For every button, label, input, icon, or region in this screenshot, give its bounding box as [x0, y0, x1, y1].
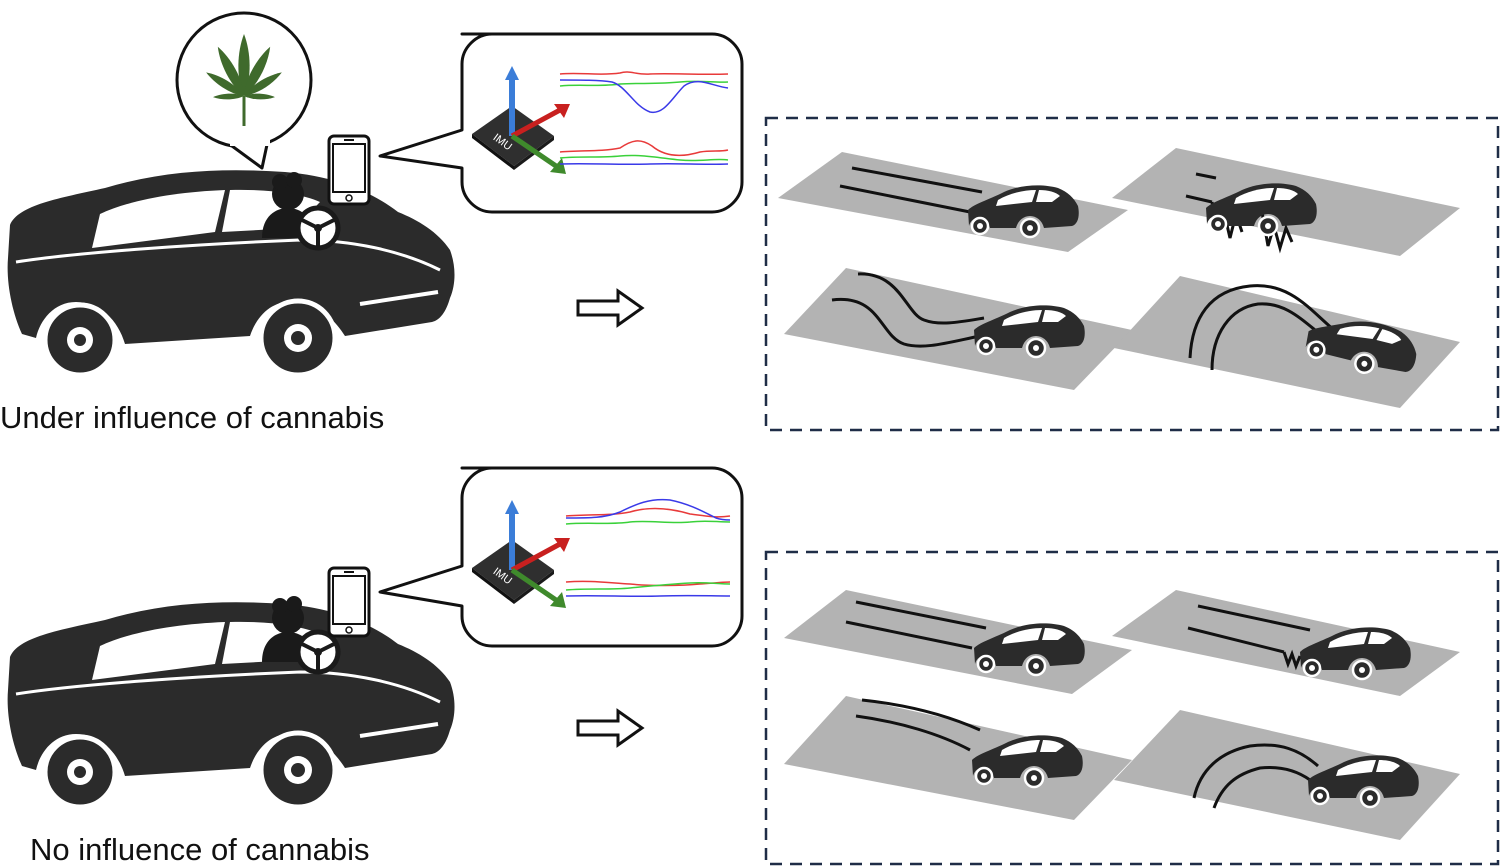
- scene-turn: [1114, 710, 1460, 840]
- caption-under-influence: Under influence of cannabis: [0, 400, 385, 435]
- signal-plot-upper: [565, 498, 731, 525]
- signal-plot-lower: [559, 140, 729, 166]
- car-icon: [8, 170, 455, 375]
- sensor-callout: IMU: [378, 466, 744, 648]
- imu-chip-icon: IMU: [472, 66, 570, 174]
- cannabis-leaf-icon: [203, 34, 285, 126]
- scene-sharp-turn: [1114, 276, 1460, 408]
- signal-plot-upper: [559, 71, 729, 113]
- scene-straight-lanes: [784, 590, 1132, 694]
- scene-brake-skid: [1112, 148, 1460, 256]
- thought-bubble-icon: [175, 11, 313, 170]
- arrow-right-icon: [576, 709, 644, 747]
- scene-gentle-curve: [784, 696, 1132, 820]
- bottom-scenario: IMU: [8, 466, 1500, 866]
- signal-plot-lower: [565, 580, 731, 598]
- smartphone-icon: [327, 566, 371, 638]
- scene-straight-lanes: [778, 152, 1128, 252]
- imu-chip-icon: IMU: [472, 500, 570, 608]
- arrow-right-icon: [576, 289, 644, 327]
- driving-patterns-panel-top: [764, 116, 1500, 432]
- scene-weaving: [784, 268, 1132, 390]
- car-icon: [8, 602, 455, 807]
- sensor-callout: IMU: [378, 32, 744, 214]
- scene-light-skid: [1112, 590, 1460, 696]
- smartphone-icon: [327, 134, 371, 206]
- caption-no-influence: No influence of cannabis: [30, 832, 370, 867]
- driving-patterns-panel-bottom: [764, 550, 1500, 866]
- top-scenario: IMU: [8, 11, 1500, 432]
